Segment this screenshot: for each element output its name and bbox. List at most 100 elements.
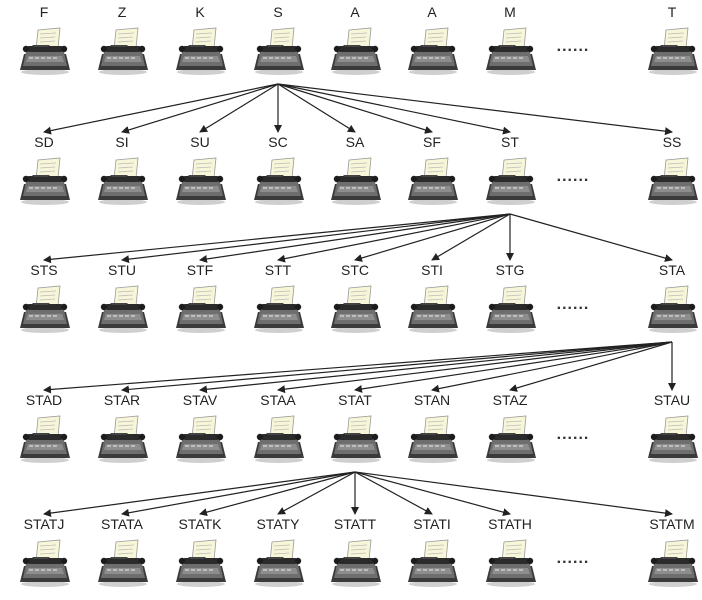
node-label: STATT — [333, 516, 377, 532]
node-label: STAR — [103, 392, 141, 408]
more-items-ellipsis: ...... — [556, 38, 590, 55]
arrow-level-2-to-3-slot-5 — [354, 213, 511, 262]
node-label: STI — [421, 262, 443, 278]
level-4-node-6: STAN — [400, 392, 464, 472]
node-label: STU — [108, 262, 136, 278]
level-2-node-5: SA — [323, 134, 387, 214]
node-label: Z — [117, 4, 127, 20]
node-label: STATI — [413, 516, 451, 532]
level-2-node-3: SU — [168, 134, 232, 214]
arrow-level-3-to-4-slot-7 — [509, 341, 673, 392]
node-label: STAN — [413, 392, 451, 408]
node-label: STT — [264, 262, 292, 278]
node-label: STC — [341, 262, 369, 278]
level-1-node-2: Z — [90, 4, 154, 84]
level-5-node-2: STATA — [90, 516, 154, 596]
arrow-level-3-to-4-slot-6 — [431, 341, 673, 393]
level-2-node-last: SS — [640, 134, 702, 214]
level-1-node-5: A — [323, 4, 387, 84]
arrow-level-3-to-4-slot-3 — [199, 341, 673, 394]
node-label: A — [350, 4, 360, 20]
arrow-level-4-to-5-slot-8 — [354, 471, 673, 518]
level-3-node-6: STI — [400, 262, 464, 342]
arrow-level-3-to-4-slot-2 — [121, 341, 673, 394]
level-5-node-7: STATH — [478, 516, 542, 596]
arrow-level-1-to-2-slot-1 — [43, 83, 279, 135]
arrow-level-3-to-4-slot-5 — [354, 341, 673, 393]
node-label: T — [667, 4, 677, 20]
node-label: SC — [268, 134, 288, 150]
level-3-node-2: STU — [90, 262, 154, 342]
node-label: STAZ — [492, 392, 528, 408]
level-1-node-6: A — [400, 4, 464, 84]
node-label: STA — [658, 262, 686, 278]
level-4-node-7: STAZ — [478, 392, 542, 472]
level-5-node-3: STATK — [168, 516, 232, 596]
level-5-node-1: STATJ — [12, 516, 76, 596]
arrow-level-2-to-3-slot-4 — [277, 213, 511, 263]
more-items-ellipsis: ...... — [556, 550, 590, 567]
node-label: STAT — [338, 392, 372, 408]
arrow-level-2-to-3-slot-6 — [431, 213, 511, 261]
node-label: STATY — [256, 516, 300, 532]
node-label: STG — [495, 262, 525, 278]
arrow-level-1-to-2-slot-7 — [277, 83, 511, 135]
node-label: ST — [501, 134, 519, 150]
arrow-level-3-to-4-slot-4 — [277, 341, 673, 394]
level-4-node-1: STAD — [12, 392, 76, 472]
arrow-level-3-to-4-slot-1 — [43, 341, 673, 394]
level-1-node-3: K — [168, 4, 232, 84]
node-label: SU — [190, 134, 210, 150]
level-1-node-4: S — [246, 4, 310, 84]
level-3-node-5: STC — [323, 262, 387, 342]
arrow-level-4-to-5-slot-3 — [199, 471, 356, 517]
node-label: STATJ — [23, 516, 65, 532]
node-label: F — [39, 4, 49, 20]
node-label: A — [427, 4, 437, 20]
level-1-node-last: T — [640, 4, 702, 84]
node-label: STATH — [488, 516, 532, 532]
arrow-level-1-to-2-slot-3 — [199, 83, 279, 133]
level-3-node-4: STT — [246, 262, 310, 342]
more-items-ellipsis: ...... — [556, 426, 590, 443]
level-3-node-7: STG — [478, 262, 542, 342]
more-items-ellipsis: ...... — [556, 168, 590, 185]
arrow-level-2-to-3-slot-1 — [43, 213, 511, 264]
node-label: S — [273, 4, 283, 20]
node-label: SS — [662, 134, 682, 150]
arrow-level-2-to-3-slot-8 — [509, 213, 673, 262]
node-label: STAD — [25, 392, 63, 408]
level-3-node-3: STF — [168, 262, 232, 342]
arrow-level-4-to-5-slot-6 — [354, 471, 433, 515]
node-label: STAA — [260, 392, 296, 408]
level-5-node-6: STATI — [400, 516, 464, 596]
arrow-level-2-to-3-slot-2 — [121, 213, 511, 264]
level-5-node-last: STATM — [640, 516, 702, 596]
node-label: STAU — [653, 392, 691, 408]
arrow-level-1-to-2-slot-5 — [277, 83, 356, 133]
level-2-node-6: SF — [400, 134, 464, 214]
node-label: STF — [186, 262, 214, 278]
level-4-node-2: STAR — [90, 392, 154, 472]
node-label: SD — [34, 134, 54, 150]
node-label: STATK — [178, 516, 222, 532]
arrow-level-1-to-2-slot-6 — [277, 83, 433, 134]
level-4-node-last: STAU — [640, 392, 702, 472]
level-1-node-1: F — [12, 4, 76, 84]
level-3-node-last: STA — [640, 262, 702, 342]
node-label: M — [504, 4, 516, 20]
level-2-node-2: SI — [90, 134, 154, 214]
level-2-node-1: SD — [12, 134, 76, 214]
arrow-level-1-to-2-slot-2 — [121, 83, 279, 134]
level-3-node-1: STS — [12, 262, 76, 342]
level-5-node-4: STATY — [246, 516, 310, 596]
level-4-node-4: STAA — [246, 392, 310, 472]
level-4-node-5: STAT — [323, 392, 387, 472]
node-label: SA — [345, 134, 365, 150]
level-2-node-7: ST — [478, 134, 542, 214]
node-label: K — [195, 4, 205, 20]
arrow-level-2-to-3-slot-3 — [199, 213, 511, 263]
arrow-level-4-to-5-slot-7 — [354, 471, 511, 517]
